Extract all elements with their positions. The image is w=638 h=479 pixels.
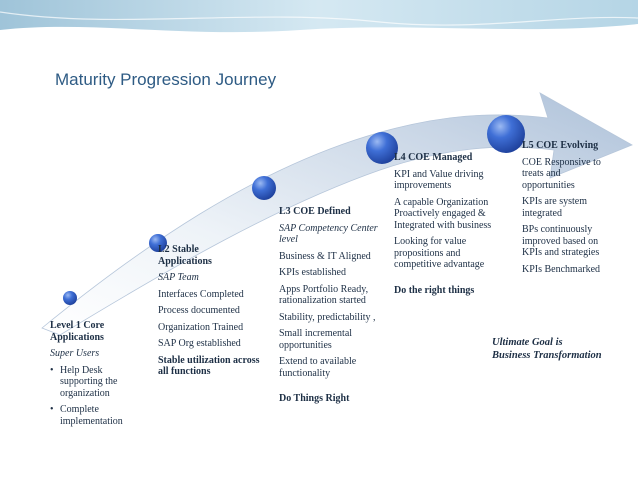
level-2-item: SAP Org established <box>158 338 241 349</box>
level-4-marker <box>366 132 398 164</box>
level-2-marker <box>149 234 167 252</box>
level-3-item: Small incremental opportunities <box>279 328 353 351</box>
level-2-emphasis: Stable utilization across all functions <box>158 354 260 378</box>
level-4-item: Looking for value propositions and compe… <box>394 236 485 270</box>
level-4-item: A capable Organization Proactively engag… <box>394 196 492 231</box>
level-1-subtitle: Super Users <box>50 348 100 359</box>
goal-line-1: Ultimate Goal is <box>492 337 563 348</box>
level-3-subtitle: SAP Competency Center level <box>279 222 378 246</box>
level-2-column: L2 Stable Applications SAP Team Interfac… <box>158 244 268 383</box>
goal-line-2: Business Transformation <box>492 350 602 361</box>
level-2-item: Interfaces Completed <box>158 288 244 300</box>
level-3-item: Apps Portfolio Ready, rationalization st… <box>279 283 369 307</box>
level-2-subtitle: SAP Team <box>158 272 199 283</box>
level-2-item: Process documented <box>158 305 240 316</box>
level-1-bullets: Help Desk supporting the organization Co… <box>50 365 142 428</box>
level-1-marker <box>63 291 77 305</box>
level-3-emphasis: Do Things Right <box>279 393 350 404</box>
level-4-column: L4 COE Managed KPI and Value driving imp… <box>394 152 504 301</box>
level-5-column: L5 COE Evolving COE Responsive to treats… <box>522 140 614 280</box>
level-2-heading: L2 Stable Applications <box>158 244 212 267</box>
level-3-marker <box>252 176 276 200</box>
level-1-bullet: Complete implementation <box>50 404 142 427</box>
level-5-item: COE Responsive to treats and opportuniti… <box>522 156 601 191</box>
level-3-item: Stability, predictability , <box>279 311 376 323</box>
level-3-column: L3 COE Defined SAP Competency Center lev… <box>279 206 383 410</box>
level-5-item: KPIs are system integrated <box>522 196 587 219</box>
level-3-item: Business & IT Aligned <box>279 250 371 262</box>
level-1-heading: Level 1 Core Applications <box>50 320 105 343</box>
level-4-item: KPI and Value driving improvements <box>394 168 484 192</box>
level-1-bullet: Help Desk supporting the organization <box>50 365 142 400</box>
level-1-column: Level 1 Core Applications Super Users He… <box>50 320 142 432</box>
level-5-marker <box>487 115 525 153</box>
level-4-heading: L4 COE Managed <box>394 152 473 163</box>
header-wave-band <box>0 0 638 33</box>
level-4-emphasis: Do the right things <box>394 284 475 296</box>
level-5-item: BPs continuously improved based on KPIs … <box>522 224 600 258</box>
level-5-item: KPIs Benchmarked <box>522 263 601 275</box>
ultimate-goal: Ultimate Goal is Business Transformation <box>492 336 632 362</box>
level-2-item: Organization Trained <box>158 321 244 333</box>
page-title: Maturity Progression Journey <box>55 70 277 89</box>
level-3-item: KPIs established <box>279 267 346 278</box>
level-5-heading: L5 COE Evolving <box>522 140 599 151</box>
level-3-item: Extend to available functionality <box>279 356 357 379</box>
level-3-heading: L3 COE Defined <box>279 206 351 217</box>
